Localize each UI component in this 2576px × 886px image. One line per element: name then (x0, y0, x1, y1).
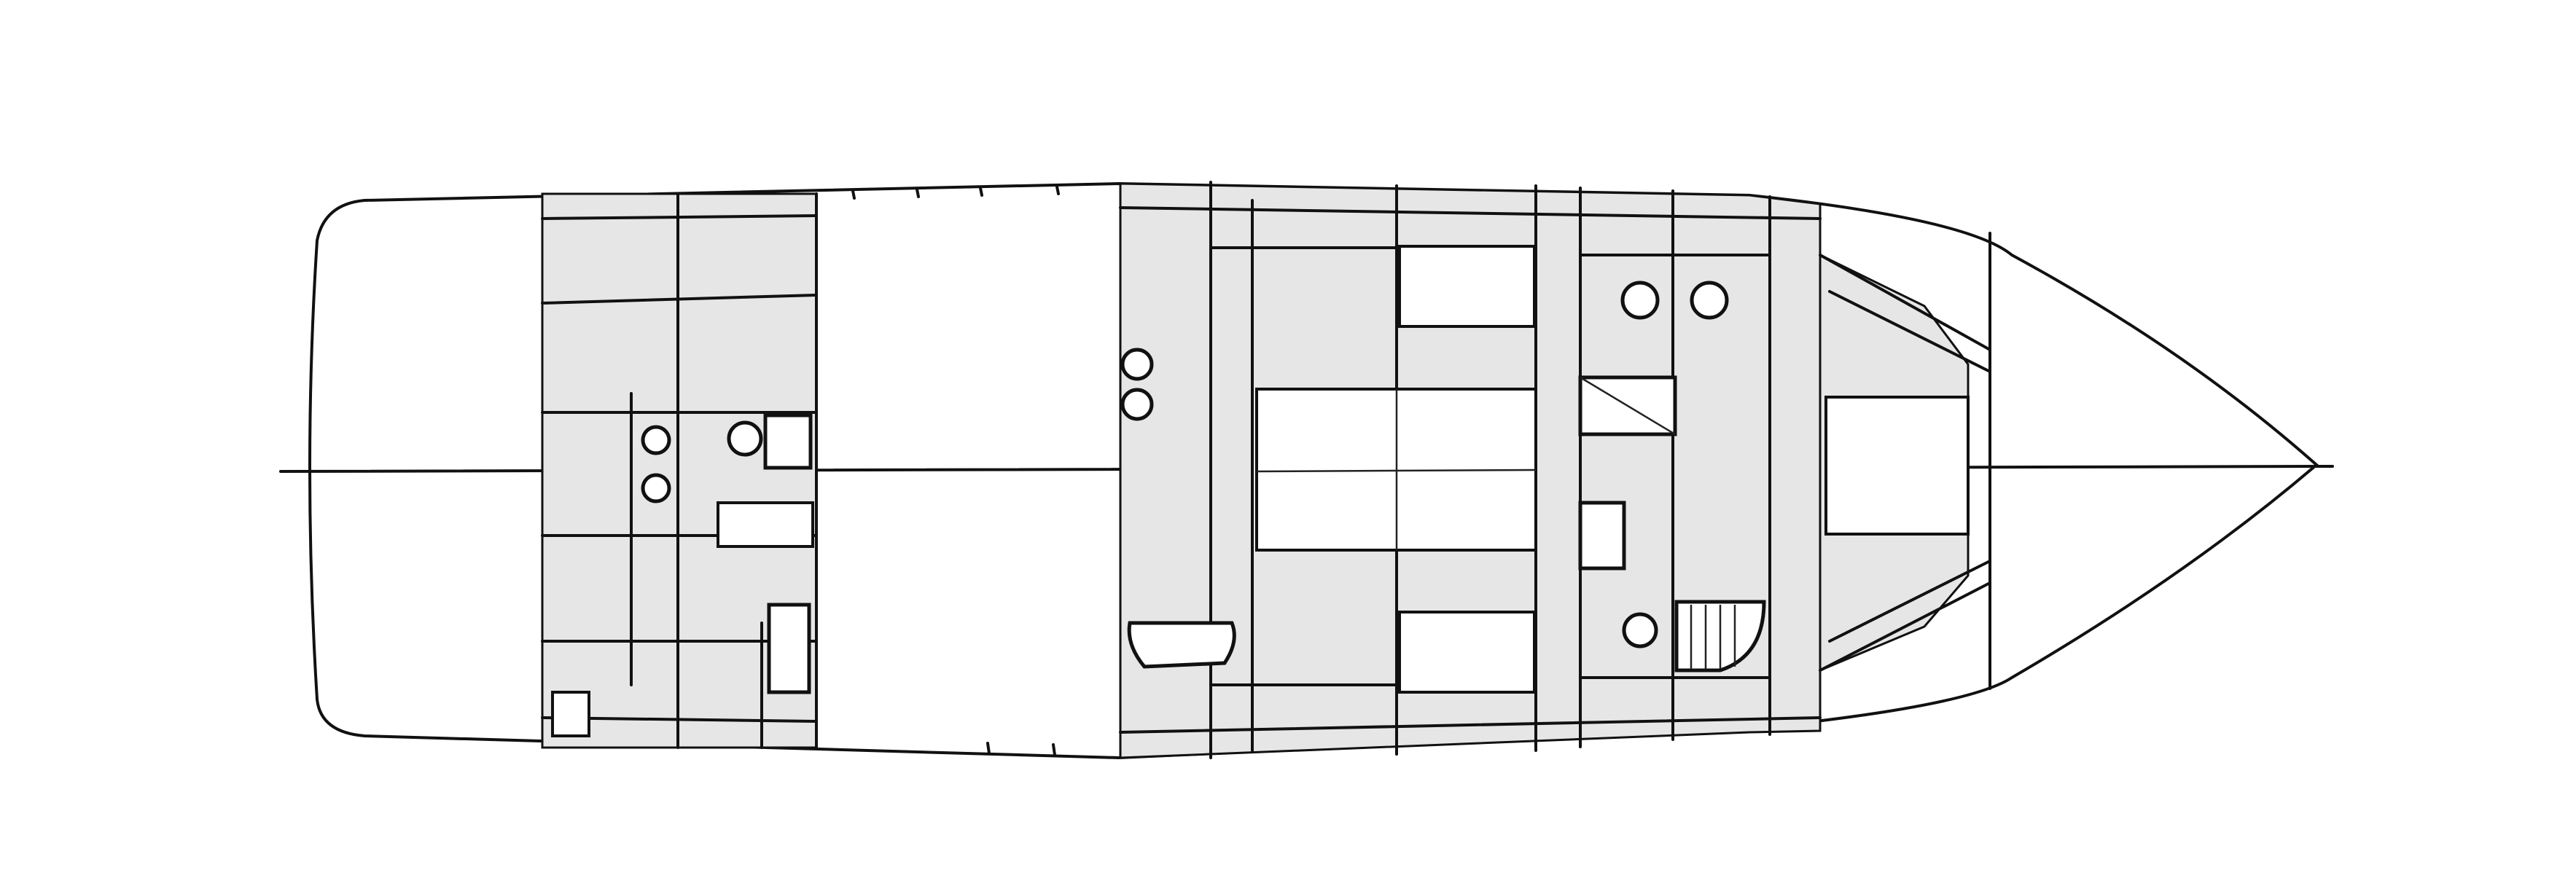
aft-cabin-block (541, 192, 818, 749)
forward-cabin (1819, 232, 1991, 690)
v-berth (1824, 396, 1970, 536)
toilet-icon (1620, 281, 1660, 320)
toilet-icon (1690, 281, 1729, 320)
berth (1398, 245, 1536, 328)
toilet-icon (727, 420, 763, 457)
toilet-icon (1120, 388, 1154, 421)
berth (1398, 611, 1536, 694)
stanchions (851, 185, 1060, 756)
toilet-icon (1120, 348, 1154, 381)
mid-accommodation-block (1119, 181, 1822, 759)
toilet-icon (641, 473, 671, 503)
toilet-icon (641, 425, 671, 455)
toilet-icon (1622, 612, 1658, 648)
hull-outline (308, 181, 2319, 760)
